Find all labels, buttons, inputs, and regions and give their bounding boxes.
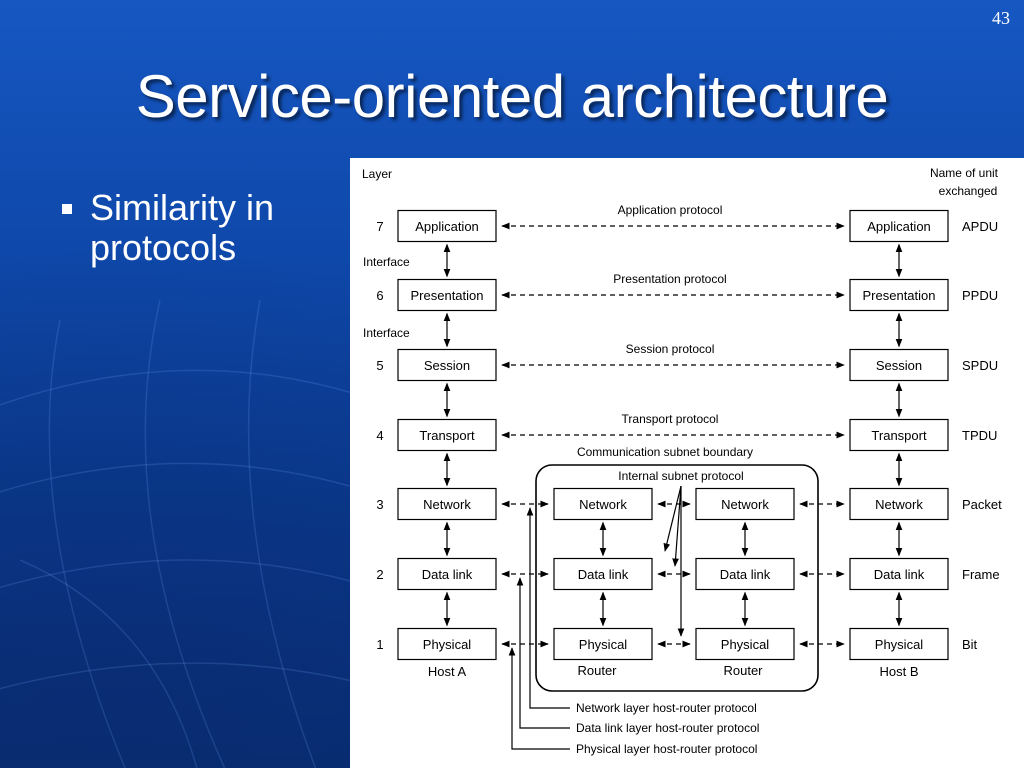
peer-protocol-label: Presentation protocol bbox=[613, 272, 726, 286]
host-a-layer-box-label: Session bbox=[424, 358, 470, 373]
host-b-layer-box bbox=[849, 209, 949, 243]
host-b-layer-box-label: Network bbox=[875, 497, 923, 512]
layer-number: 2 bbox=[376, 567, 383, 582]
host-a-label: Host A bbox=[428, 664, 467, 679]
legend-label: Data link layer host-router protocol bbox=[576, 721, 759, 735]
host-a-layer-box-label: Transport bbox=[419, 428, 475, 443]
host-b-layer-box-label: Physical bbox=[875, 637, 924, 652]
legend-label: Network layer host-router protocol bbox=[576, 701, 757, 715]
router-a-label: Router bbox=[577, 663, 617, 678]
host-b-layer-box bbox=[849, 627, 949, 661]
communication-subnet-boundary bbox=[535, 464, 819, 692]
host-a-layer-box-label: Presentation bbox=[411, 288, 484, 303]
bullet-text-line: protocols bbox=[90, 227, 237, 268]
router-b-layer-box bbox=[695, 627, 795, 661]
peer-protocol-label: Application protocol bbox=[618, 203, 723, 217]
unit-name: Frame bbox=[962, 567, 1000, 582]
host-a-layer-box-label: Network bbox=[423, 497, 471, 512]
host-a-layer-box bbox=[397, 557, 497, 591]
host-a-layer-box-label: Application bbox=[415, 219, 479, 234]
router-b-layer-box-label: Network bbox=[721, 497, 769, 512]
layer-number: 5 bbox=[376, 358, 383, 373]
router-a-layer-box bbox=[553, 557, 653, 591]
host-b-layer-box-label: Transport bbox=[871, 428, 927, 443]
unit-name: SPDU bbox=[962, 358, 998, 373]
peer-protocol-label: Session protocol bbox=[626, 342, 715, 356]
host-b-layer-box-label: Presentation bbox=[863, 288, 936, 303]
router-a-layer-box bbox=[553, 627, 653, 661]
layer-number: 6 bbox=[376, 288, 383, 303]
internal-protocol-pointer bbox=[663, 485, 682, 552]
unit-name: APDU bbox=[962, 219, 998, 234]
unit-name: Packet bbox=[962, 497, 1002, 512]
host-a-layer-box bbox=[397, 418, 497, 452]
router-b-layer-box-label: Physical bbox=[721, 637, 770, 652]
bullet-item: Similarity in protocols bbox=[62, 188, 352, 268]
unit-name: PPDU bbox=[962, 288, 998, 303]
slide-title: Service-oriented architecture bbox=[135, 63, 889, 130]
unit-name: Bit bbox=[962, 637, 978, 652]
host-b-label: Host B bbox=[879, 664, 918, 679]
bullet-text-line: Similarity in bbox=[90, 187, 275, 228]
host-b-layer-box bbox=[849, 278, 949, 312]
interface-label: Interface bbox=[363, 326, 410, 340]
layer-number: 4 bbox=[376, 428, 383, 443]
router-b-layer-box bbox=[695, 487, 795, 521]
router-b-layer-box bbox=[695, 557, 795, 591]
layer-number: 1 bbox=[376, 637, 383, 652]
legend-pointer-line bbox=[508, 647, 570, 750]
bullet-text: Similarity in protocols bbox=[90, 188, 274, 268]
square-bullet-icon bbox=[62, 204, 72, 214]
host-b-layer-box bbox=[849, 487, 949, 521]
host-a-layer-box bbox=[397, 487, 497, 521]
host-b-layer-box-label: Application bbox=[867, 219, 931, 234]
host-b-layer-box-label: Data link bbox=[874, 567, 925, 582]
router-a-layer-box bbox=[553, 487, 653, 521]
host-a-layer-box bbox=[397, 209, 497, 243]
slide-number: 43 bbox=[992, 8, 1010, 28]
router-b-label: Router bbox=[723, 663, 763, 678]
host-a-layer-box bbox=[397, 627, 497, 661]
subnet-boundary-label: Communication subnet boundary bbox=[577, 445, 753, 459]
layer-number: 3 bbox=[376, 497, 383, 512]
legend-label: Physical layer host-router protocol bbox=[576, 742, 757, 756]
unit-header: Name of unit bbox=[930, 166, 999, 180]
router-a-layer-box-label: Data link bbox=[578, 567, 629, 582]
host-b-layer-box bbox=[849, 418, 949, 452]
unit-name: TPDU bbox=[962, 428, 997, 443]
host-a-layer-box-label: Data link bbox=[422, 567, 473, 582]
router-a-layer-box-label: Network bbox=[579, 497, 627, 512]
layer-header: Layer bbox=[362, 167, 392, 181]
peer-protocol-label: Transport protocol bbox=[622, 412, 719, 426]
host-a-layer-box-label: Physical bbox=[423, 637, 472, 652]
host-b-layer-box bbox=[849, 557, 949, 591]
router-a-layer-box-label: Physical bbox=[579, 637, 628, 652]
layer-number: 7 bbox=[376, 219, 383, 234]
internal-subnet-protocol-label: Internal subnet protocol bbox=[618, 469, 743, 483]
legend-pointer-line bbox=[516, 577, 570, 729]
host-b-layer-box-label: Session bbox=[876, 358, 922, 373]
router-b-layer-box-label: Data link bbox=[720, 567, 771, 582]
host-a-layer-box bbox=[397, 278, 497, 312]
host-b-layer-box bbox=[849, 348, 949, 382]
legend-pointer-line bbox=[526, 507, 570, 709]
internal-protocol-pointer bbox=[672, 485, 682, 567]
interface-label: Interface bbox=[363, 255, 410, 269]
host-a-layer-box bbox=[397, 348, 497, 382]
unit-header: exchanged bbox=[939, 184, 998, 198]
bullet-list: Similarity in protocols bbox=[62, 188, 352, 268]
